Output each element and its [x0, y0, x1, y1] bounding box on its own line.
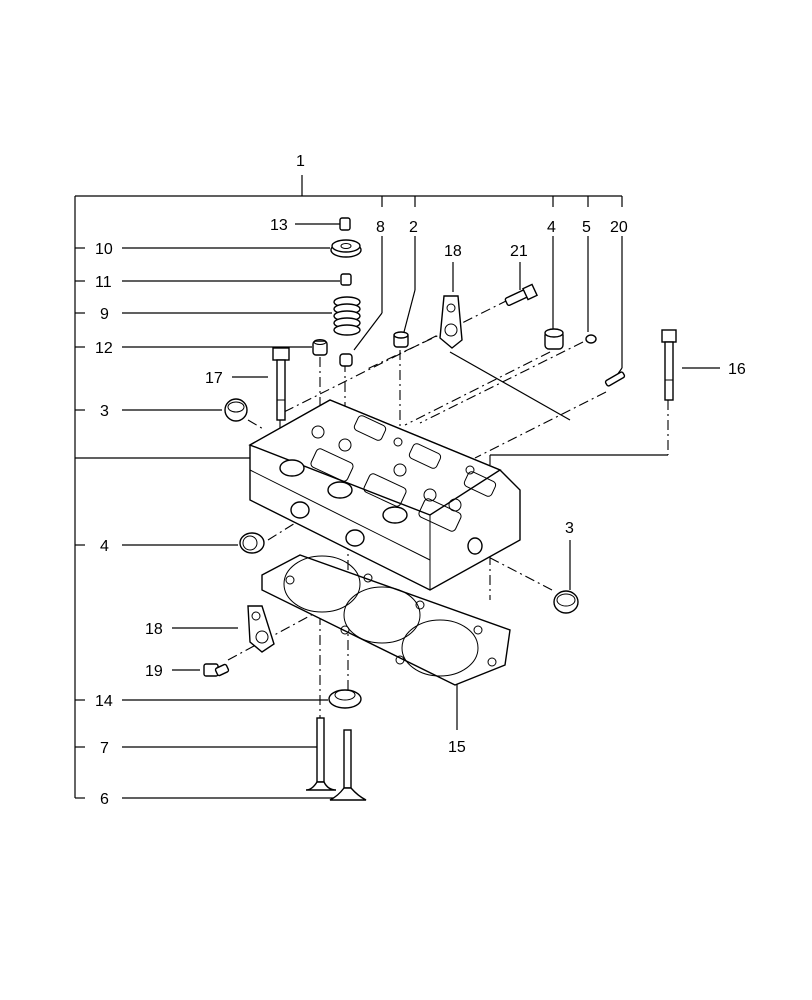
valve-train-parts	[224, 217, 677, 422]
expansion-plug-left-part	[224, 398, 248, 422]
assembly-bracket-lines	[74, 175, 623, 799]
stud-pin-part	[604, 371, 626, 387]
callout-10: 10	[95, 241, 113, 258]
intake-valve-part	[329, 729, 367, 801]
callout-19: 19	[145, 663, 163, 680]
callout-12: 12	[95, 340, 113, 357]
callout-18-lower: 18	[145, 621, 163, 638]
callout-15: 15	[448, 739, 466, 756]
side-plugs	[239, 532, 579, 614]
stem-seal-ring-part	[340, 273, 352, 286]
callout-labels: 1 8 2 4 5 20 13 10 18 21 11 9 12 17 16 3…	[95, 153, 746, 808]
valve-guide-part	[312, 339, 328, 356]
callout-21: 21	[510, 243, 528, 260]
callout-11: 11	[95, 274, 112, 291]
cylinder-head-block	[248, 399, 521, 591]
callout-8: 8	[376, 219, 385, 236]
callout-17: 17	[205, 370, 223, 387]
callout-9: 9	[100, 306, 109, 323]
bracket-bolt-top-part	[504, 283, 538, 307]
callout-2: 2	[409, 219, 418, 236]
callout-1: 1	[296, 153, 305, 170]
valve-cotter-part	[339, 217, 351, 231]
expansion-plug-top-part	[544, 328, 564, 350]
exhaust-valve-part	[305, 717, 337, 791]
valve-stem-seal-part	[339, 353, 353, 367]
callout-4-left: 4	[100, 538, 109, 555]
head-bolt-long-part	[661, 329, 677, 401]
lifting-bracket-lower-part	[247, 605, 275, 653]
valve-spring-part	[333, 296, 361, 336]
dowel-pin-part	[585, 334, 597, 344]
lower-parts	[203, 605, 367, 801]
callout-4-top: 4	[547, 219, 556, 236]
callout-3-left: 3	[100, 403, 109, 420]
callout-14: 14	[95, 693, 113, 710]
callout-13: 13	[270, 217, 288, 234]
valve-seat-insert-part	[328, 689, 362, 709]
callout-7: 7	[100, 740, 109, 757]
expansion-plug-side-part	[239, 532, 265, 554]
cup-plug-part	[393, 331, 409, 348]
callout-3-right: 3	[565, 520, 574, 537]
callout-5: 5	[582, 219, 591, 236]
head-bolt-part	[272, 347, 290, 421]
assembly-axis-lines	[227, 299, 669, 720]
bracket-bolt-lower-part	[203, 663, 230, 677]
callout-6: 6	[100, 791, 109, 808]
spring-retainer-part	[330, 239, 362, 258]
head-gasket	[261, 554, 511, 686]
lifting-bracket-top-part	[439, 295, 463, 349]
leader-lines	[122, 223, 720, 799]
expansion-plug-right-part	[553, 590, 579, 614]
callout-18-top: 18	[444, 243, 462, 260]
callout-20: 20	[610, 219, 628, 236]
callout-16: 16	[728, 361, 746, 378]
